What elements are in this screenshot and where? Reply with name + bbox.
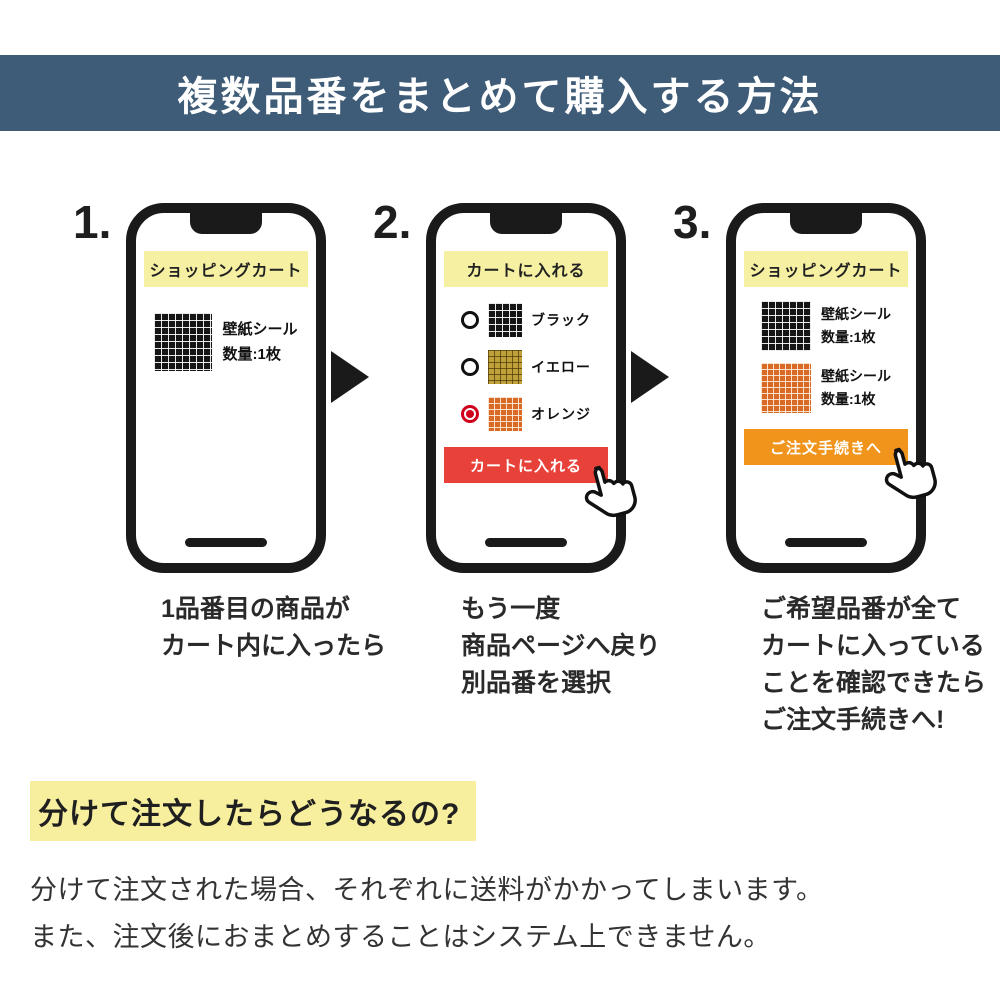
right-arrow-icon [331, 351, 369, 403]
yellow-tile-swatch [488, 350, 522, 384]
steps-row: 1. ショッピングカート 壁紙シール 数量:1枚 1品番目の商品が カート内に入… [0, 196, 1000, 739]
radio-selected-icon [461, 405, 479, 423]
cart-item-label: 壁紙シール 数量:1枚 [821, 305, 891, 345]
cart-item-label: 壁紙シール 数量:1枚 [222, 320, 298, 364]
checkout-button: ご注文手続きへ [744, 429, 908, 465]
color-option-label: オレンジ [531, 406, 591, 422]
step-1: 1. ショッピングカート 壁紙シール 数量:1枚 1品番目の商品が カート内に入… [71, 196, 386, 665]
step-3: 3. ショッピングカート 壁紙シール 数量:1枚 壁紙シール 数量:1枚 ご注文… [671, 196, 986, 739]
footer-heading: 分けて注文したらどうなるの? [30, 781, 477, 841]
cart-item-label: 壁紙シール 数量:1枚 [821, 367, 891, 407]
checkout-button-area: ご注文手続きへ [744, 429, 937, 500]
color-option-black: ブラック [461, 303, 591, 337]
pointer-hand-icon [584, 465, 637, 518]
phone-home-indicator [185, 538, 267, 547]
radio-unselected-icon [461, 311, 479, 329]
step-1-caption: 1品番目の商品が カート内に入ったら [161, 595, 387, 660]
phone-notch [790, 212, 862, 234]
black-tile-swatch [154, 313, 213, 371]
phone-notch [190, 212, 262, 234]
phone-notch [490, 212, 562, 234]
color-option-label: イエロー [531, 359, 591, 375]
step-2-number: 2. [373, 196, 412, 248]
cart-items-list: 壁紙シール 数量:1枚 壁紙シール 数量:1枚 [761, 301, 891, 413]
color-option-orange: オレンジ [461, 397, 591, 431]
add-to-cart-banner: カートに入れる [444, 251, 608, 287]
pointer-hand-icon [884, 447, 937, 500]
color-options-list: ブラック イエロー オレンジ [461, 303, 591, 431]
color-option-label: ブラック [531, 312, 591, 328]
right-arrow-icon [631, 351, 669, 403]
add-to-cart-button-area: カートに入れる [444, 447, 637, 518]
phone-mockup-3: ショッピングカート 壁紙シール 数量:1枚 壁紙シール 数量:1枚 ご注文手続き… [726, 203, 937, 573]
phone-mockup-2: カートに入れる ブラック イエロー オレンジ [426, 203, 637, 573]
page-title: 複数品番をまとめて購入する方法 [177, 75, 823, 119]
step-1-number: 1. [73, 196, 112, 248]
footer-note: 分けて注文したらどうなるの? 分けて注文された場合、それぞれに送料がかかってしま… [30, 781, 1000, 962]
shopping-cart-banner: ショッピングカート [744, 251, 908, 287]
phone-home-indicator [485, 538, 567, 547]
black-tile-swatch [761, 301, 811, 351]
shopping-cart-banner: ショッピングカート [144, 251, 308, 287]
title-banner: 複数品番をまとめて購入する方法 [0, 55, 1000, 131]
orange-tile-swatch [761, 363, 811, 413]
footer-body-text: 分けて注文された場合、それぞれに送料がかかってしまいます。 また、注文後におまと… [30, 875, 824, 953]
add-to-cart-button: カートに入れる [444, 447, 608, 483]
step-2-caption: もう一度 商品ページへ戻り 別品番を選択 [461, 595, 661, 697]
cart-item: 壁紙シール 数量:1枚 [154, 313, 298, 371]
radio-unselected-icon [461, 358, 479, 376]
orange-tile-swatch [488, 397, 522, 431]
cart-item: 壁紙シール 数量:1枚 [761, 363, 891, 413]
black-tile-swatch [488, 303, 522, 337]
step-2: 2. カートに入れる ブラック イエロー [371, 196, 661, 702]
phone-home-indicator [785, 538, 867, 547]
phone-mockup-1: ショッピングカート 壁紙シール 数量:1枚 [126, 203, 326, 573]
step-3-number: 3. [673, 196, 712, 248]
cart-item: 壁紙シール 数量:1枚 [761, 301, 891, 351]
step-3-caption: ご希望品番が全て カートに入っている ことを確認できたら ご注文手続きへ! [761, 595, 987, 734]
color-option-yellow: イエロー [461, 350, 591, 384]
